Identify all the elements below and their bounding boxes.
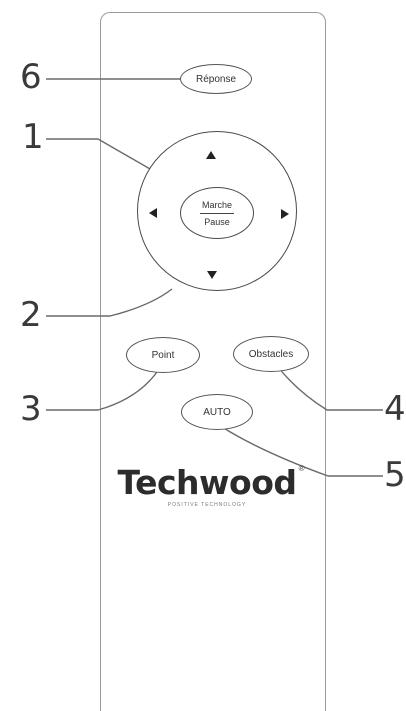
callout-number-5: 5 — [384, 455, 406, 495]
brand-tagline: Positive Technology — [167, 502, 247, 508]
pause-label: Pause — [204, 216, 230, 227]
arrow-right-icon[interactable] — [281, 209, 289, 219]
callout-number-1: 1 — [22, 117, 44, 157]
arrow-down-icon[interactable] — [207, 271, 217, 279]
callout-number-6: 6 — [20, 57, 42, 97]
reponse-button[interactable]: Réponse — [180, 64, 252, 94]
marche-label: Marche — [201, 199, 232, 210]
callout-number-3: 3 — [20, 389, 42, 429]
callout-number-4: 4 — [384, 389, 406, 429]
arrow-up-icon[interactable] — [206, 151, 216, 159]
leader-line-2 — [46, 288, 173, 317]
callout-number-2: 2 — [20, 295, 42, 335]
center-button-divider — [200, 212, 234, 214]
auto-button-label: AUTO — [203, 406, 231, 418]
brand-logo: Techwood ® Positive Technology — [0, 463, 406, 508]
obstacles-button[interactable]: Obstacles — [233, 336, 309, 372]
brand-registered-mark: ® — [298, 464, 305, 473]
marche-pause-button[interactable]: Marche Pause — [180, 187, 254, 239]
point-button[interactable]: Point — [126, 337, 200, 373]
arrow-left-icon[interactable] — [149, 208, 157, 218]
leader-line-5 — [221, 426, 383, 477]
auto-button[interactable]: AUTO — [181, 394, 253, 430]
reponse-button-label: Réponse — [195, 73, 237, 85]
brand-name: Techwood — [117, 463, 297, 502]
point-button-label: Point — [151, 349, 175, 361]
leader-line-3 — [46, 368, 160, 411]
brand-logo-inner: Techwood ® Positive Technology — [117, 463, 304, 508]
leader-line-4 — [277, 366, 383, 411]
obstacles-button-label: Obstacles — [248, 348, 294, 360]
